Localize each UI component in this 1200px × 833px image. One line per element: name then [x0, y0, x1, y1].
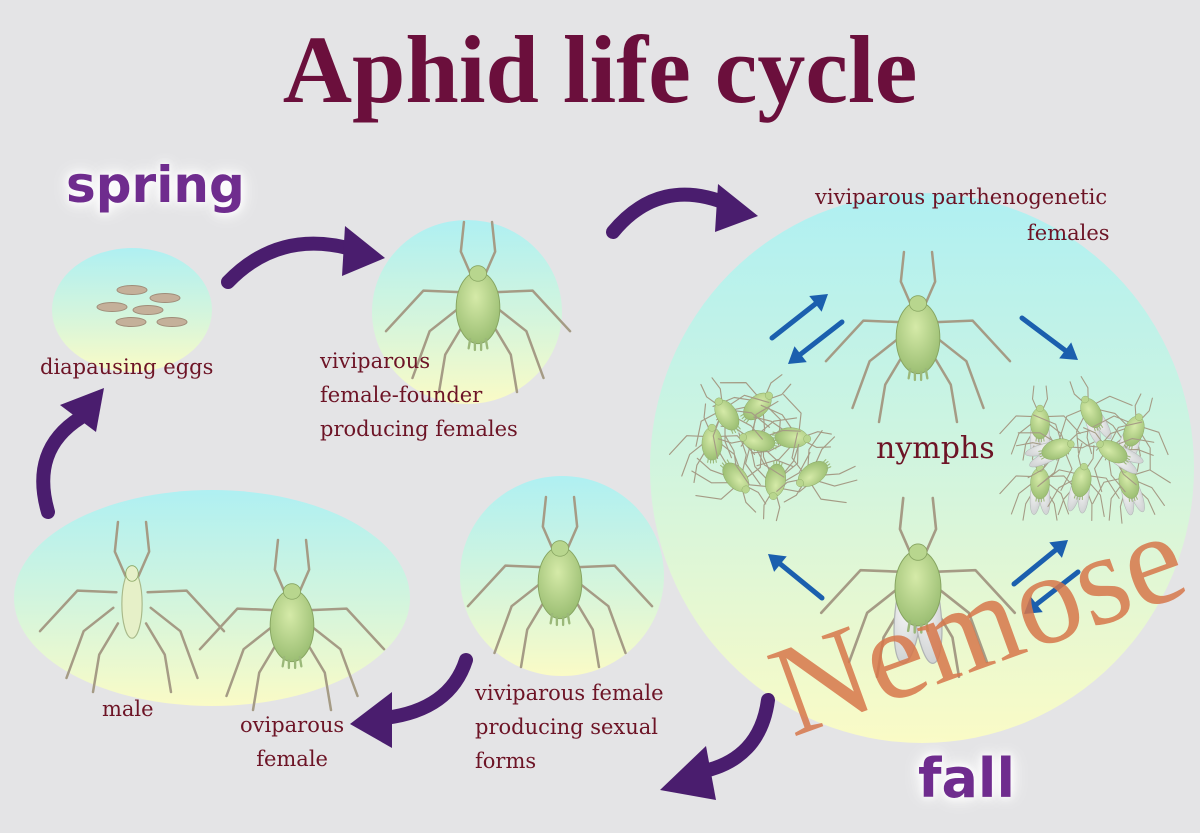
cycle-arrow-male-to-eggs: [36, 388, 104, 519]
winged-nymph-icon: [999, 445, 1081, 521]
aphid-winged-icon: [819, 496, 1017, 679]
aphid-sexual-producer-icon: [466, 495, 654, 669]
inner-arrow-up-right: [769, 294, 828, 341]
nymph-icon: [750, 394, 832, 480]
diagram-title: Aphid life cycle: [282, 16, 918, 123]
nymph-icon: [668, 403, 756, 484]
nymph-icon: [695, 377, 771, 460]
inner-arrow-down-right: [1019, 315, 1078, 360]
bubble-parthenogenetic: [650, 193, 1194, 743]
egg-icon: [115, 317, 147, 327]
nymph-icon: [734, 438, 820, 522]
label-founder-line-3: producing females: [320, 417, 518, 441]
winged-nymph-icon: [1076, 421, 1155, 493]
season-fall-label: fall: [918, 747, 1015, 810]
winged-nymph-icon: [1015, 414, 1095, 491]
egg-icon: [132, 305, 164, 315]
cycle-arrow-eggs-to-founder: [221, 226, 385, 289]
cycle-arrow-bubble-to-fall: [660, 693, 775, 800]
aphid-male-icon: [38, 520, 226, 694]
nymph-icon: [776, 430, 858, 504]
label-nymphs: nymphs: [876, 431, 995, 466]
label-sexual-forms-line-2: producing sexual: [475, 715, 659, 739]
season-spring-label: spring: [66, 156, 245, 214]
nymph-icon: [691, 432, 767, 513]
label-sexual-forms-line-3: forms: [475, 749, 537, 773]
label-oviparous-line-1: oviparous: [240, 713, 345, 737]
label-founder: viviparous female-founder producing fema…: [320, 344, 518, 446]
label-sexual-forms: viviparous female producing sexual forms: [475, 676, 664, 778]
inner-arrow-up-left: [768, 554, 825, 601]
aphid-founder-icon: [384, 220, 572, 394]
inner-arrow-fall-up-right: [1011, 540, 1068, 587]
label-parthenogenetic-line-1: viviparous parthenogenetic: [815, 185, 1108, 209]
egg-icon: [96, 302, 128, 312]
egg-icon: [116, 285, 148, 295]
egg-icon: [149, 293, 181, 303]
aphid-oviparous-female-icon: [198, 538, 386, 712]
bubble-eggs: [52, 248, 212, 372]
aphid-parthenogenetic-icon: [824, 250, 1012, 424]
label-sexual-forms-line-1: viviparous female: [475, 681, 664, 705]
cycle-arrow-founder-to-parthenogenetic: [606, 184, 758, 239]
label-oviparous: oviparous female: [240, 708, 344, 776]
label-founder-line-2: female-founder: [320, 383, 483, 407]
label-male: male: [102, 697, 154, 721]
inner-arrow-down-left: [788, 319, 845, 364]
label-oviparous-line-2: female: [256, 747, 328, 771]
label-founder-line-1: viviparous: [320, 349, 431, 373]
label-parthenogenetic-line-2: females: [1027, 221, 1110, 245]
inner-arrow-fall-down-left: [1024, 569, 1081, 614]
cycle-arrow-sexual-to-oviparous: [350, 653, 473, 748]
label-diapausing-eggs: diapausing eggs: [40, 355, 214, 379]
egg-icon: [156, 317, 188, 327]
